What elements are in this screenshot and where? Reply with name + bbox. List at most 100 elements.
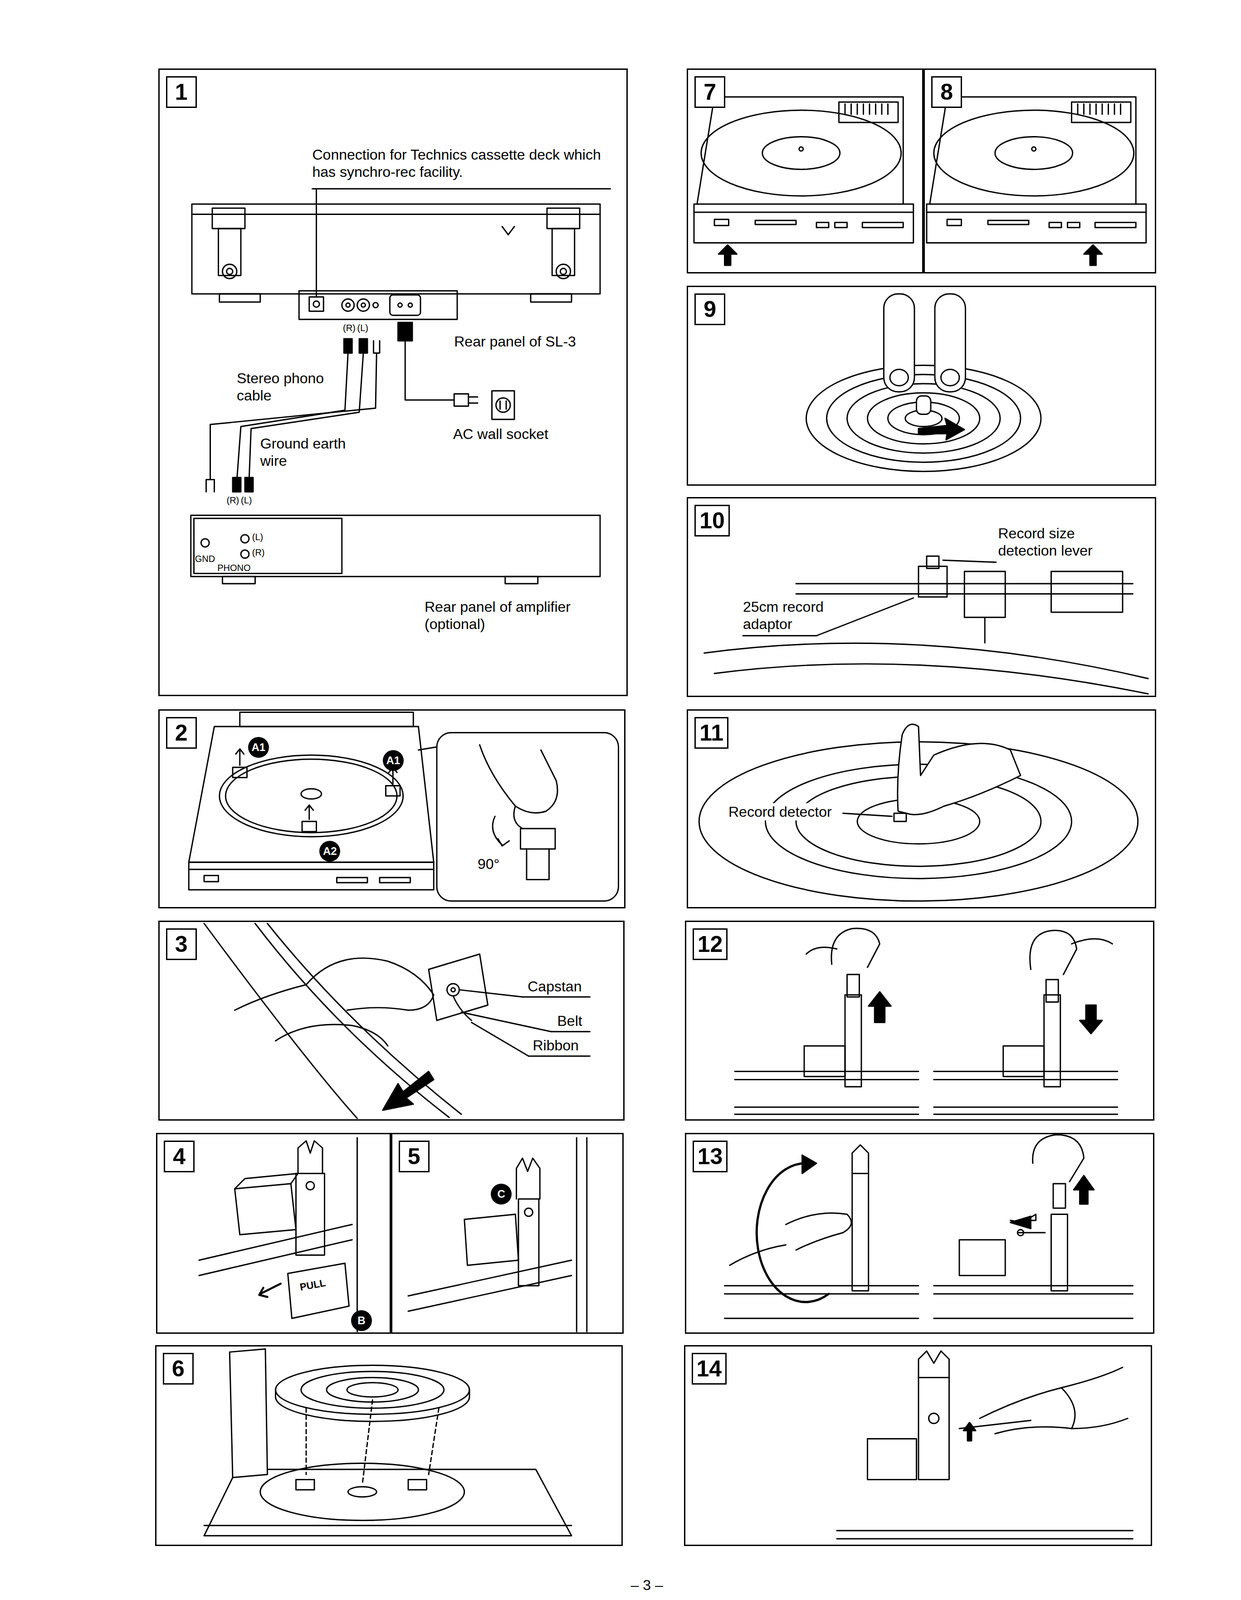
connection-diagram [405, 341, 455, 401]
connection-diagram [191, 204, 601, 294]
platter-rotation [916, 395, 932, 415]
transport-screw-removal [188, 862, 434, 890]
connection-diagram [373, 341, 381, 354]
transport-screw-removal [232, 767, 248, 778]
stylus-replacement [804, 1045, 846, 1077]
stylus-cleaning [918, 1377, 950, 1481]
platter-placement [204, 1524, 572, 1527]
step-panel: 7 [686, 68, 924, 274]
tonearm-head [408, 1260, 572, 1297]
record-size-lever [714, 664, 1149, 694]
stylus-replacement [734, 1070, 919, 1073]
stylus-cleaning [918, 1351, 950, 1378]
step-number-box: 8 [931, 76, 963, 108]
stylus-replacement [831, 928, 880, 968]
cartridge-rotation [729, 1245, 787, 1266]
connection-diagram [240, 534, 250, 543]
connection-diagram [206, 479, 215, 493]
cartridge-rotation [852, 1173, 869, 1292]
connection-diagram [372, 302, 378, 308]
step-panel: 14 [684, 1345, 1153, 1547]
belt-fitting [461, 1012, 552, 1032]
record-size-lever [964, 571, 1006, 618]
platter-rotation [941, 369, 960, 386]
transport-screw-removal [385, 786, 401, 797]
platter-rotation [918, 418, 965, 440]
connection-diagram [343, 338, 352, 354]
connection-diagram [315, 188, 318, 298]
stylus-cleaning [836, 1530, 1134, 1532]
step-panel: 6 [155, 1345, 623, 1547]
platter-placement [408, 1480, 427, 1491]
connection-diagram [236, 353, 348, 483]
connection-diagram [191, 213, 601, 215]
cartridge-rotation [756, 1163, 829, 1303]
stylus-replacement [734, 1079, 919, 1081]
step-number-box: 13 [692, 1140, 728, 1173]
record-detector [894, 813, 907, 822]
plug-label: (R) [226, 494, 240, 506]
cartridge-rotation [1010, 1216, 1031, 1229]
transport-screw-removal [379, 877, 411, 883]
callout-letter: A1 [382, 750, 404, 772]
step-number: 5 [407, 1143, 421, 1170]
platter-rotation [806, 293, 1042, 472]
cartridge-rotation [802, 1155, 817, 1174]
belt-fitting [453, 996, 472, 1021]
tonearm-lock-release [199, 1240, 353, 1276]
part-label: Capstan [527, 977, 582, 996]
step-number: 12 [697, 931, 724, 958]
connection-diagram [210, 353, 377, 480]
illustrations [1084, 244, 1103, 266]
step-panel: 8 [923, 68, 1157, 274]
stylus-replacement [1044, 995, 1061, 1088]
step-number-box: 6 [162, 1353, 194, 1385]
turntable-front-view [693, 204, 914, 244]
tonearm-lock-release [296, 1173, 325, 1256]
cartridge-rotation [1032, 1134, 1085, 1183]
platter-rotation [884, 293, 915, 392]
transport-screw-removal [204, 875, 219, 883]
connection-diagram [357, 298, 370, 312]
transport-screw-removal [492, 816, 503, 846]
stylus-cleaning [836, 1538, 1134, 1540]
stylus-cleaning [995, 1418, 1129, 1435]
connection-diagram [219, 293, 261, 303]
callout-letter: A1 [248, 737, 269, 758]
stylus-replacement [806, 947, 838, 955]
stylus-cleaning [867, 1439, 917, 1481]
platter-placement [204, 1349, 572, 1537]
transport-screw-removal [526, 849, 550, 880]
step-panel: 9 [686, 285, 1157, 486]
transport-screw-removal [436, 732, 619, 902]
part-label: AC wall socket [453, 425, 549, 443]
connection-diagram [218, 228, 242, 276]
platter-placement [347, 1486, 377, 1498]
record-size-lever [926, 556, 939, 569]
connection-diagram [212, 208, 245, 229]
transport-screw-removal [513, 806, 523, 830]
platter-placement [346, 1382, 399, 1398]
part-label: Belt [557, 1012, 583, 1030]
record-size-lever [1051, 571, 1124, 613]
turntable-front-view [799, 146, 804, 152]
cartridge-rotation [1051, 1214, 1068, 1292]
step-number-box: 4 [163, 1140, 195, 1173]
connection-diagram [342, 298, 355, 312]
stylus-replacement [1045, 979, 1059, 1003]
tonearm-head [516, 1158, 541, 1200]
platter-placement [275, 1390, 470, 1422]
cartridge-rotation [1073, 1175, 1095, 1205]
tonearm-head [524, 1208, 533, 1217]
step-number: 11 [699, 720, 724, 746]
stylus-replacement [847, 974, 860, 998]
connection-diagram [408, 302, 413, 308]
step-panel: 3 [158, 920, 625, 1121]
step-number-box: 3 [166, 928, 197, 961]
platter-placement [362, 1400, 373, 1486]
tonearm-head [464, 1214, 519, 1266]
step-number-box: 14 [691, 1353, 728, 1385]
platter-rotation [826, 374, 1022, 463]
turntable-front-view [816, 222, 829, 228]
